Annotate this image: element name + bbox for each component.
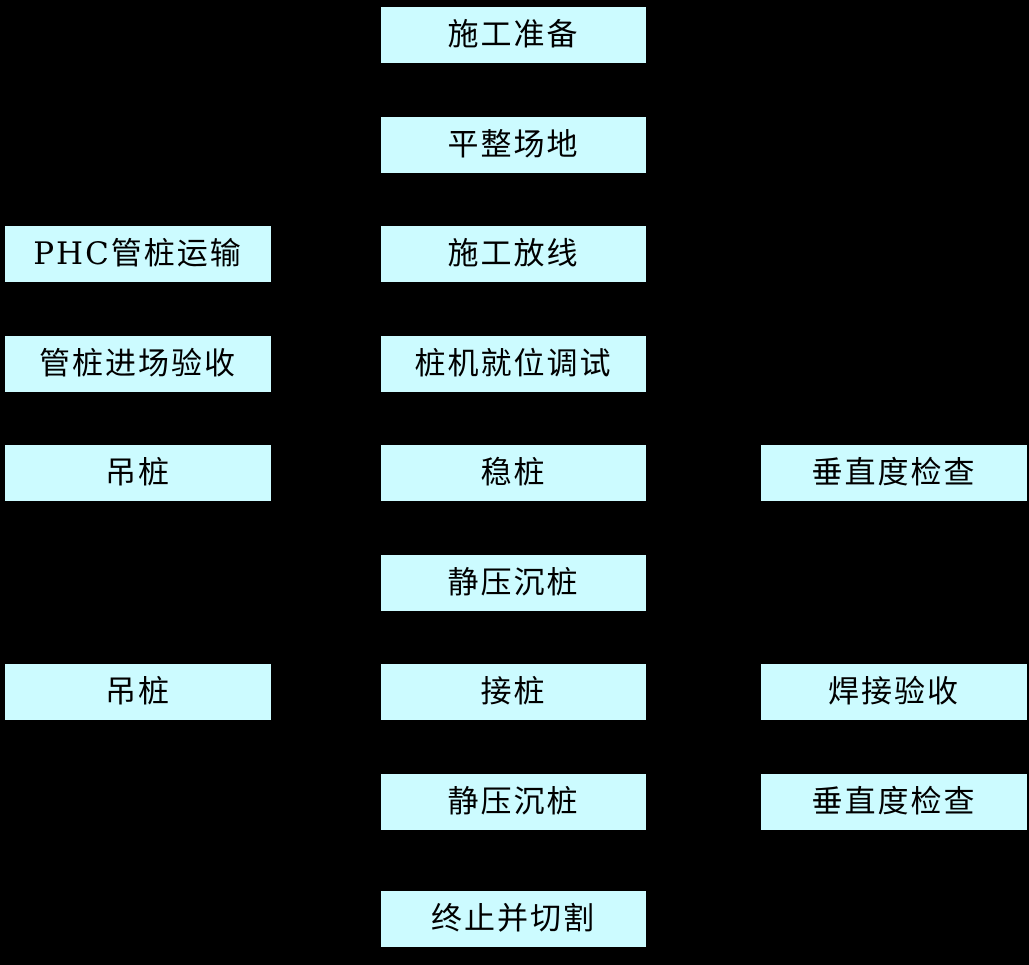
flowchart-node-welding-acceptance[interactable]: 焊接验收 [761, 664, 1027, 720]
flowchart-node-verticality-check-2[interactable]: 垂直度检查 [761, 774, 1027, 830]
node-label: 平整场地 [447, 126, 580, 163]
flowchart-node-verticality-check-1[interactable]: 垂直度检查 [761, 445, 1027, 501]
flowchart-node-pile-arrival-acceptance[interactable]: 管桩进场验收 [5, 336, 271, 392]
node-label: PHC管桩运输 [33, 235, 243, 272]
node-label: 吊桩 [105, 454, 171, 491]
flowchart-node-site-leveling[interactable]: 平整场地 [381, 117, 646, 173]
node-label: 施工放线 [447, 235, 580, 272]
node-label: 垂直度检查 [811, 783, 977, 820]
flowchart-node-pile-splicing[interactable]: 接桩 [381, 664, 646, 720]
flowchart-node-pile-stabilizing[interactable]: 稳桩 [381, 445, 646, 501]
node-label: 焊接验收 [828, 673, 960, 710]
node-label: 桩机就位调试 [414, 345, 613, 382]
flowchart-node-terminate-and-cut[interactable]: 终止并切割 [381, 891, 646, 947]
node-label: 稳桩 [480, 454, 547, 491]
flowchart-node-static-pile-pressing-1[interactable]: 静压沉桩 [381, 555, 646, 611]
node-label: 接桩 [480, 673, 547, 710]
flowchart-node-construction-setting-out[interactable]: 施工放线 [381, 226, 646, 282]
flowchart-node-static-pile-pressing-2[interactable]: 静压沉桩 [381, 774, 646, 830]
flowchart-node-construction-preparation[interactable]: 施工准备 [381, 7, 646, 63]
node-label: 终止并切割 [431, 900, 596, 937]
flowchart-node-phc-pile-transport[interactable]: PHC管桩运输 [5, 226, 271, 282]
node-label: 垂直度检查 [811, 454, 977, 491]
node-label: 管桩进场验收 [39, 345, 237, 382]
node-label: 施工准备 [447, 16, 580, 53]
node-label: 吊桩 [105, 673, 171, 710]
flowchart-node-pile-hoisting-1[interactable]: 吊桩 [5, 445, 271, 501]
flowchart-node-pile-driver-positioning[interactable]: 桩机就位调试 [381, 336, 646, 392]
node-label: 静压沉桩 [447, 783, 580, 820]
flowchart-node-pile-hoisting-2[interactable]: 吊桩 [5, 664, 271, 720]
node-label: 静压沉桩 [447, 564, 580, 601]
